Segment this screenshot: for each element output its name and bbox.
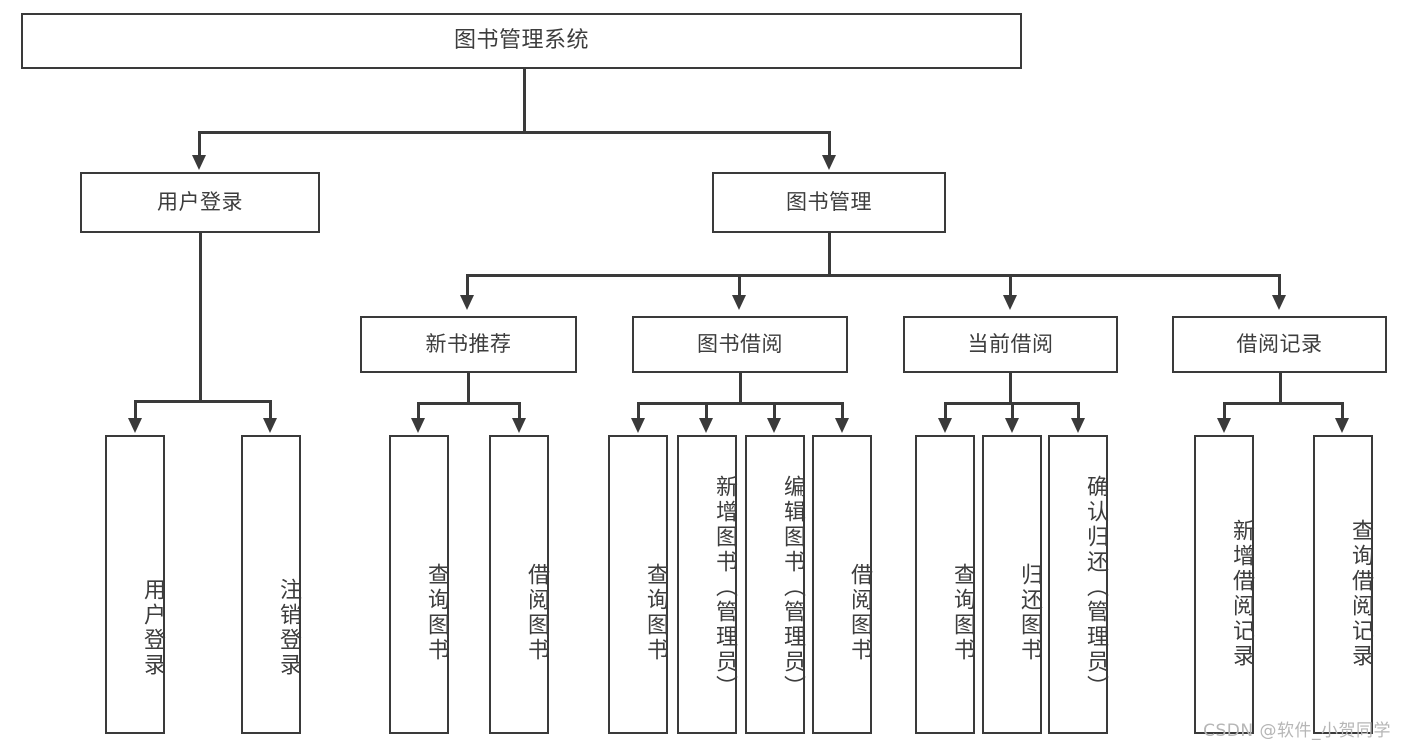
leaf-br-query-record[interactable]: 查询借阅记录 [1313,435,1373,734]
leaf-cb-return-book[interactable]: 归还图书 [982,435,1042,734]
connector-borrow-record-stem [1279,373,1282,403]
connector-cb-to-leaf-2 [1011,402,1014,419]
connector-new-book-bus [417,402,520,405]
connector-cb-to-leaf-3 [1077,402,1080,419]
arrowhead-bb-borrow-book [835,418,849,433]
arrowhead-nb-borrow-book [512,418,526,433]
arrowhead-cb-return-book [1005,418,1019,433]
connector-bm-to-current-borrow [1009,274,1012,296]
arrowhead-borrow-record [1272,295,1286,310]
connector-book-management-bus [466,274,1280,277]
arrowhead-new-book [460,295,474,310]
connector-user-login-bus [134,400,271,403]
leaf-cb-query-book[interactable]: 查询图书 [915,435,975,734]
connector-current-borrow-stem [1009,373,1012,403]
connector-book-management-stem [828,233,831,275]
leaf-bb-add-book[interactable]: 新增图书（管理员） [677,435,737,734]
connector-bb-to-leaf-1 [637,402,640,419]
arrowhead-book-management [822,155,836,170]
arrowhead-bb-edit-book [767,418,781,433]
node-book-borrow[interactable]: 图书借阅 [632,316,848,373]
node-root-book-management-system[interactable]: 图书管理系统 [21,13,1022,69]
connector-bb-to-leaf-2 [705,402,708,419]
arrowhead-book-borrow [732,295,746,310]
node-book-management[interactable]: 图书管理 [712,172,946,233]
leaf-bb-borrow-book[interactable]: 借阅图书 [812,435,872,734]
arrowhead-bb-query-book [631,418,645,433]
connector-bm-to-new-book [466,274,469,296]
connector-user-login-to-leaf-2 [269,400,272,419]
arrowhead-br-add-record [1217,418,1231,433]
node-user-login[interactable]: 用户登录 [80,172,320,233]
connector-br-to-leaf-1 [1223,402,1226,419]
csdn-watermark: CSDN @软件_小贺同学 [1203,721,1391,741]
connector-new-book-to-leaf-2 [518,402,521,419]
node-current-borrow[interactable]: 当前借阅 [903,316,1118,373]
leaf-cb-confirm-return[interactable]: 确认归还（管理员） [1048,435,1108,734]
leaf-bb-edit-book[interactable]: 编辑图书（管理员） [745,435,805,734]
connector-new-book-stem [467,373,470,403]
arrowhead-leaf-logout [263,418,277,433]
leaf-user-login[interactable]: 用户登录 [105,435,165,734]
leaf-logout[interactable]: 注销登录 [241,435,301,734]
arrowhead-nb-query-book [411,418,425,433]
arrowhead-user-login [192,155,206,170]
arrowhead-cb-query-book [938,418,952,433]
connector-borrow-record-bus [1223,402,1343,405]
leaf-bb-query-book[interactable]: 查询图书 [608,435,668,734]
leaf-nb-query-book[interactable]: 查询图书 [389,435,449,734]
connector-bm-to-book-borrow [738,274,741,296]
connector-root-bus [198,131,830,134]
arrowhead-br-query-record [1335,418,1349,433]
connector-user-login-to-leaf-1 [134,400,137,419]
connector-cb-to-leaf-1 [944,402,947,419]
connector-book-borrow-bus [637,402,843,405]
connector-br-to-leaf-2 [1341,402,1344,419]
connector-book-borrow-stem [739,373,742,403]
leaf-nb-borrow-book[interactable]: 借阅图书 [489,435,549,734]
node-new-book-recommend[interactable]: 新书推荐 [360,316,577,373]
arrowhead-bb-add-book [699,418,713,433]
arrowhead-cb-confirm-return [1071,418,1085,433]
leaf-br-add-record[interactable]: 新增借阅记录 [1194,435,1254,734]
connector-bb-to-leaf-4 [841,402,844,419]
node-borrow-record[interactable]: 借阅记录 [1172,316,1387,373]
connector-root-to-user-login [198,131,201,157]
connector-root-stem [523,69,526,132]
connector-new-book-to-leaf-1 [417,402,420,419]
connector-bb-to-leaf-3 [773,402,776,419]
arrowhead-leaf-user-login [128,418,142,433]
connector-root-to-book-management [828,131,831,157]
connector-user-login-stem [199,233,202,401]
arrowhead-current-borrow [1003,295,1017,310]
connector-bm-to-borrow-record [1278,274,1281,296]
